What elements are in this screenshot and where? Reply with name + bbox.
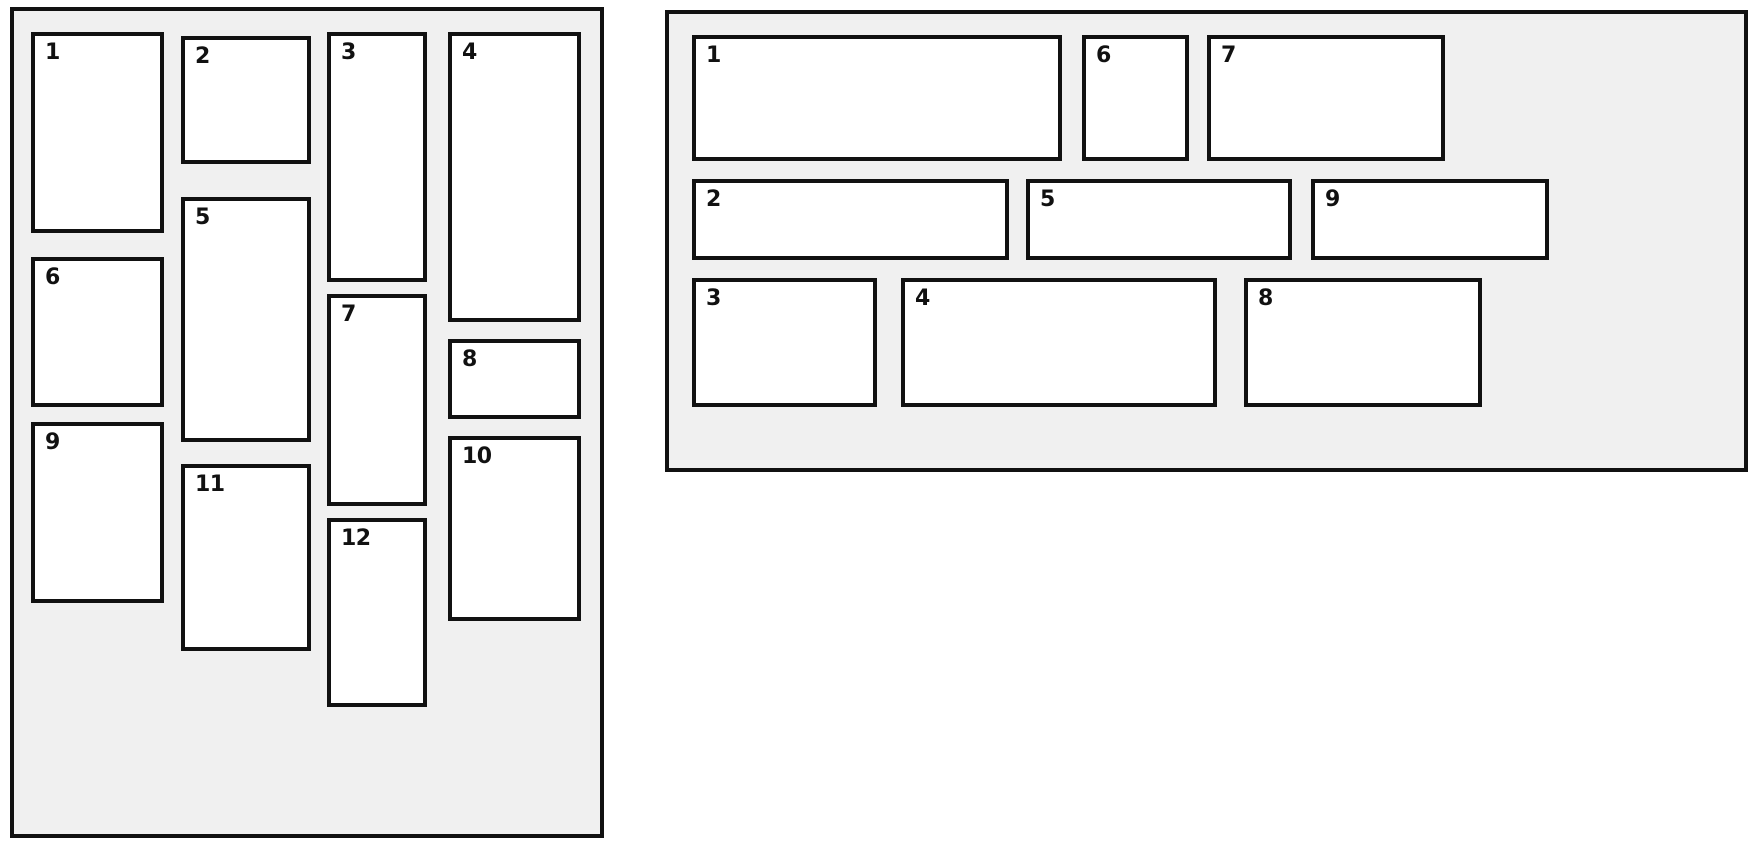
box-12[interactable]: 12 — [327, 518, 427, 707]
box-7[interactable]: 7 — [327, 294, 427, 506]
box-8[interactable]: 8 — [1244, 278, 1482, 407]
box-10[interactable]: 10 — [448, 436, 581, 621]
box-5[interactable]: 5 — [181, 197, 311, 442]
box-6[interactable]: 6 — [1082, 35, 1189, 161]
box-1[interactable]: 1 — [692, 35, 1062, 161]
box-4[interactable]: 4 — [901, 278, 1217, 407]
box-label: 7 — [341, 302, 356, 327]
box-label: 4 — [915, 286, 930, 311]
box-label: 3 — [341, 40, 356, 65]
box-label: 4 — [462, 40, 477, 65]
box-7[interactable]: 7 — [1207, 35, 1445, 161]
box-label: 9 — [45, 430, 60, 455]
box-label: 7 — [1221, 43, 1236, 68]
box-3[interactable]: 3 — [327, 32, 427, 282]
box-9[interactable]: 9 — [31, 422, 164, 603]
box-1[interactable]: 1 — [31, 32, 164, 233]
box-label: 10 — [462, 444, 492, 469]
box-2[interactable]: 2 — [181, 36, 311, 164]
box-6[interactable]: 6 — [31, 257, 164, 407]
box-label: 1 — [45, 40, 60, 65]
box-4[interactable]: 4 — [448, 32, 581, 322]
box-label: 1 — [706, 43, 721, 68]
box-11[interactable]: 11 — [181, 464, 311, 651]
box-label: 6 — [1096, 43, 1111, 68]
box-label: 8 — [462, 347, 477, 372]
box-5[interactable]: 5 — [1026, 179, 1292, 260]
box-3[interactable]: 3 — [692, 278, 877, 407]
box-label: 3 — [706, 286, 721, 311]
box-label: 2 — [706, 187, 721, 212]
box-8[interactable]: 8 — [448, 339, 581, 419]
box-label: 8 — [1258, 286, 1273, 311]
box-label: 12 — [341, 526, 371, 551]
box-9[interactable]: 9 — [1311, 179, 1549, 260]
row-flow-panel: 1 6 7 2 5 9 3 4 8 — [665, 10, 1748, 472]
box-label: 11 — [195, 472, 225, 497]
box-2[interactable]: 2 — [692, 179, 1009, 260]
box-label: 5 — [1040, 187, 1055, 212]
box-label: 9 — [1325, 187, 1340, 212]
box-label: 6 — [45, 265, 60, 290]
box-label: 5 — [195, 205, 210, 230]
box-label: 2 — [195, 44, 210, 69]
